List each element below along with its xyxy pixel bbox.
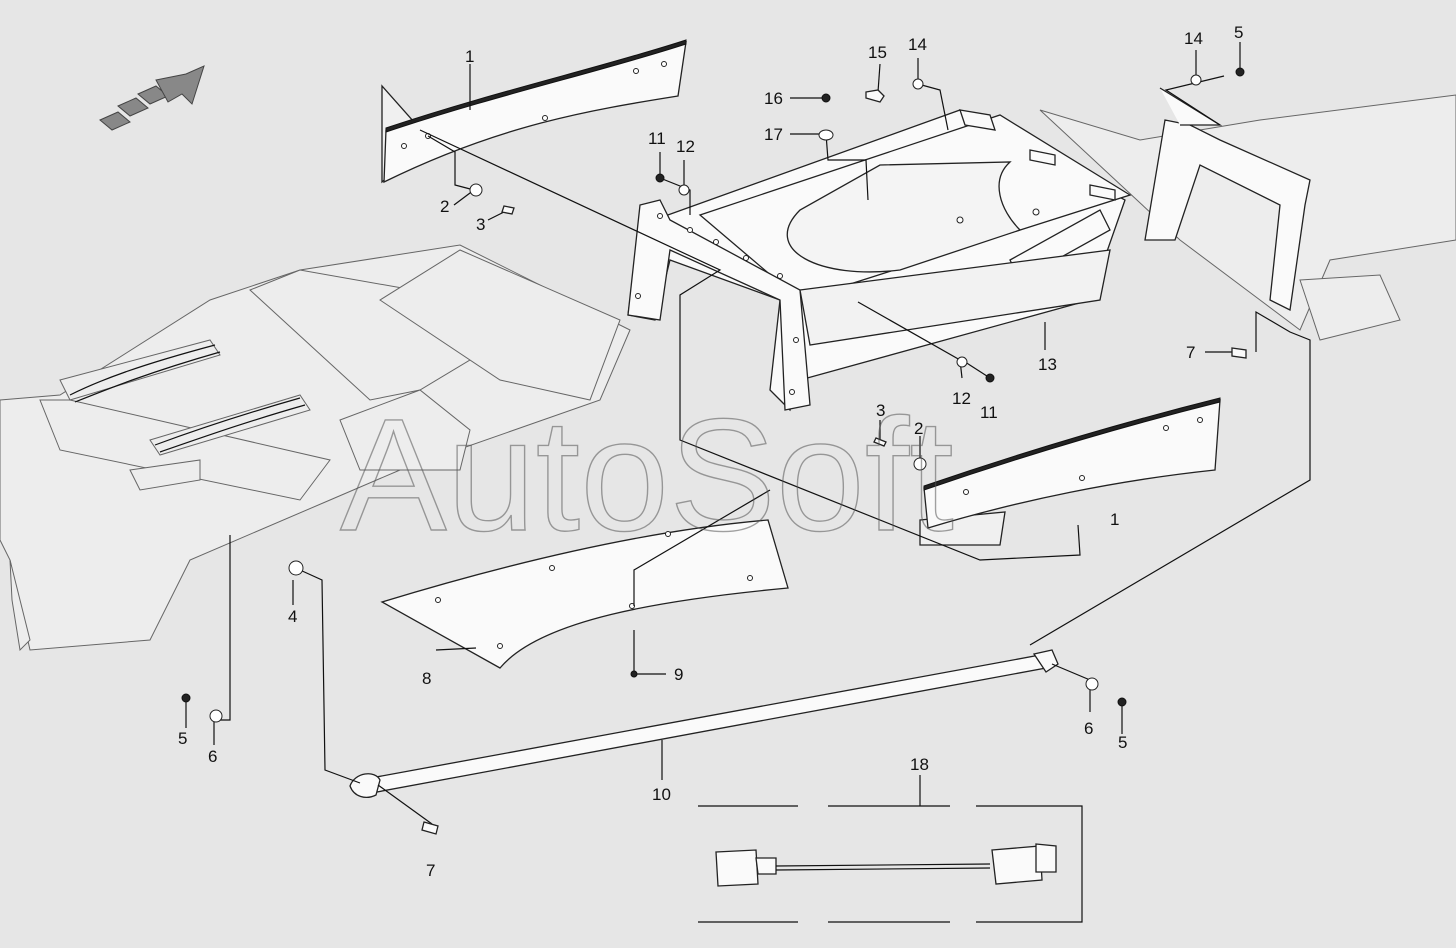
washer-icon (913, 457, 927, 471)
callout-1: 1 (1110, 510, 1119, 529)
callout-14: 14 (1184, 29, 1203, 48)
washer-icon (469, 183, 483, 197)
callout-5: 5 (178, 729, 187, 748)
callout-16: 16 (764, 89, 783, 108)
rivet-icon (630, 670, 638, 678)
nut-icon (181, 693, 191, 703)
background-mower-body (0, 244, 631, 652)
leader-lines (185, 42, 1311, 825)
connector-icon (991, 845, 1043, 885)
washer-icon (912, 78, 924, 90)
callout-9: 9 (674, 665, 683, 684)
callout-labels: 1 1 2 2 3 3 4 5 5 5 6 6 7 7 8 9 10 11 11… (178, 23, 1243, 880)
callout-2: 2 (914, 419, 923, 438)
callout-18: 18 (910, 755, 929, 774)
fasteners (181, 67, 1247, 835)
part-8-cover-plate (380, 519, 789, 669)
callout-12: 12 (676, 137, 695, 156)
nut-icon (821, 93, 831, 103)
part-10-tie-rod (349, 649, 1059, 798)
callout-11: 11 (648, 129, 666, 148)
callout-6: 6 (208, 747, 217, 766)
callout-2: 2 (440, 197, 449, 216)
part-18-wiring-harness-inset (698, 805, 1083, 923)
callout-7: 7 (426, 861, 435, 880)
callout-15: 15 (868, 43, 887, 62)
callout-4: 4 (288, 607, 297, 626)
washer-icon (678, 184, 690, 196)
nut-icon (655, 173, 665, 183)
washer-icon (209, 709, 223, 723)
callout-8: 8 (422, 669, 431, 688)
callout-11: 11 (980, 403, 998, 422)
bushing-icon (288, 560, 304, 576)
washer-icon (1085, 677, 1099, 691)
screw-icon (501, 205, 515, 215)
bolt-icon (421, 821, 439, 835)
part-1-upper-guard (381, 39, 687, 184)
callout-3: 3 (876, 401, 885, 420)
callout-5: 5 (1118, 733, 1127, 752)
washer-icon (956, 356, 968, 368)
part-13-main-frame (627, 109, 1132, 412)
callout-7: 7 (1186, 343, 1195, 362)
callout-12: 12 (952, 389, 971, 408)
connector-icon (715, 849, 759, 887)
travel-direction-arrow-icon (99, 65, 205, 131)
screw-icon (873, 437, 887, 447)
part-1-lower-guard (919, 397, 1221, 546)
callout-5: 5 (1234, 23, 1243, 42)
nut-icon (985, 373, 995, 383)
watermark-text: AutoSoft (340, 385, 954, 564)
bolt-icon (1231, 347, 1247, 359)
callout-10: 10 (652, 785, 671, 804)
bolt-icon (865, 89, 885, 103)
background-rear-frame (1039, 87, 1456, 341)
nut-icon (1235, 67, 1245, 77)
callout-13: 13 (1038, 355, 1057, 374)
callout-17: 17 (764, 125, 783, 144)
callout-3: 3 (476, 215, 485, 234)
callout-14: 14 (908, 35, 927, 54)
washer-icon (1190, 74, 1202, 86)
nut-icon (1117, 697, 1127, 707)
tension-springs (69, 344, 306, 453)
callout-6: 6 (1084, 719, 1093, 738)
callout-1: 1 (465, 47, 474, 66)
washer-icon (818, 129, 834, 141)
